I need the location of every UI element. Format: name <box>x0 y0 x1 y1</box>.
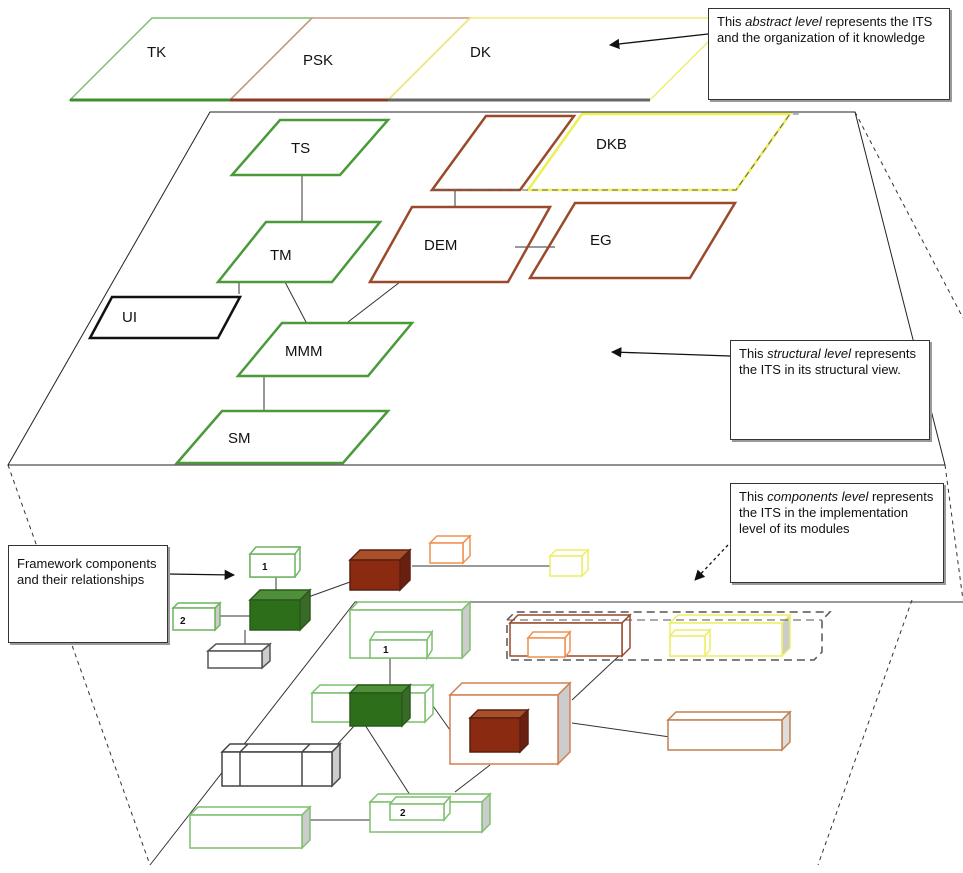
arrow-structural <box>610 347 731 358</box>
plane-green-mmm <box>368 792 492 834</box>
abstract-level-note: This abstract level represents the ITS a… <box>708 8 950 100</box>
label-tm: TM <box>270 247 292 264</box>
label-tk: TK <box>147 44 166 61</box>
plane-components <box>188 600 832 850</box>
label-dkb: DKB <box>596 136 627 153</box>
fw-component-2 <box>171 601 222 632</box>
label-dem: DEM <box>424 237 457 254</box>
abstract-level: TK PSK DK <box>68 17 734 102</box>
structural-labels: TS DKB TM DEM EG UI MMM SM <box>122 136 627 447</box>
structural-modules <box>87 112 800 465</box>
fw-component-1 <box>248 546 302 578</box>
components-plane <box>149 601 963 866</box>
annotation-arrows <box>167 33 731 581</box>
tk-plane <box>68 17 314 101</box>
psk-plane <box>228 17 472 101</box>
components-level-note: This components level represents the ITS… <box>730 483 944 583</box>
framework-components-note: Framework components and their relations… <box>8 545 168 643</box>
module-ui <box>87 295 243 340</box>
plane-white-ui <box>220 742 342 788</box>
module-ts <box>229 118 391 177</box>
plane-dem <box>448 681 572 766</box>
module-mmm <box>235 321 415 378</box>
fw-component-dark-green <box>248 588 312 632</box>
label-eg: EG <box>590 232 612 249</box>
arrow-components <box>694 544 729 581</box>
fw-number-2: 2 <box>180 616 186 627</box>
module-dkb-outline <box>432 113 800 191</box>
module-dkb-brown <box>429 114 577 192</box>
label-psk: PSK <box>303 52 333 69</box>
fw-component-orange <box>428 534 472 565</box>
label-ts: TS <box>291 140 310 157</box>
box-edge-bottom-right <box>817 599 913 866</box>
components-plane-left-edge <box>149 601 963 866</box>
label-dk: DK <box>470 44 491 61</box>
fw-component-dark-brown <box>348 548 412 592</box>
framework-components <box>171 534 590 670</box>
structural-box <box>7 111 963 866</box>
box-edge-right <box>944 464 963 601</box>
label-ui: UI <box>122 309 137 326</box>
arrow-framework <box>167 569 236 581</box>
plane-dkb <box>506 611 832 661</box>
plane-green-mid <box>310 683 435 728</box>
plane-green-large <box>348 600 472 661</box>
box-edge-left <box>7 464 151 866</box>
arrow-abstract <box>608 33 709 50</box>
dk-plane <box>386 17 734 101</box>
fw-component-white <box>206 642 272 670</box>
fw-number-1: 1 <box>262 562 268 573</box>
box-edge-top-right <box>854 111 963 319</box>
module-tm <box>215 220 383 284</box>
plane-number-1: 1 <box>383 645 389 656</box>
plane-eg <box>666 710 792 752</box>
label-mmm: MMM <box>285 343 323 360</box>
plane-number-2: 2 <box>400 808 406 819</box>
fw-component-yellow <box>548 548 590 578</box>
label-sm: SM <box>228 430 251 447</box>
plane-green-sm <box>188 805 312 850</box>
module-dem <box>367 205 553 284</box>
structural-level-note: This structural level represents the ITS… <box>730 340 930 440</box>
module-eg <box>527 201 738 280</box>
module-sm <box>174 409 391 465</box>
